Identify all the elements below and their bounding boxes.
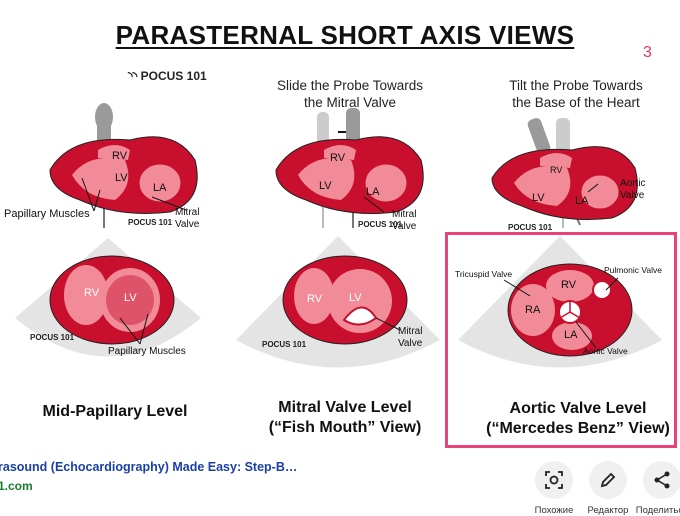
label-mitral-1: Mitral Valve: [175, 207, 200, 230]
lens-icon: [535, 461, 573, 499]
label-pulmonic: Pulmonic Valve: [604, 265, 662, 275]
illustration-canvas: [15, 103, 662, 368]
label-papillary-2: Papillary Muscles: [108, 346, 186, 357]
label-tricuspid: Tricuspid Valve: [455, 269, 513, 279]
label-rv-short-2: RV: [307, 293, 323, 305]
leader-lines: [81, 177, 619, 349]
label-la-short-3: LA: [564, 329, 578, 341]
pocus-logo: ◝◝ POCUS 101: [128, 69, 207, 83]
logo-small-4: POCUS 101: [30, 333, 75, 342]
share-icon: [643, 461, 680, 499]
label-mitral-short-2: Mitral Valve: [398, 326, 423, 349]
label-lv-short-2: LV: [349, 292, 362, 304]
logo-small-5: POCUS 101: [262, 340, 307, 349]
label-mitral-2: Mitral Valve: [392, 209, 417, 232]
logo-small-2: POCUS 101: [358, 220, 403, 229]
short-axis-aortic: [507, 263, 633, 357]
label-lv-1: LV: [115, 172, 128, 184]
heart-long-axis-3: [491, 118, 638, 228]
label-aortic-3: Aortic Valve: [620, 178, 646, 201]
slide-title: PARASTERNAL SHORT AXIS VIEWS: [115, 20, 575, 50]
label-lv-short-1: LV: [124, 292, 137, 304]
label-rv-short-1: RV: [84, 287, 100, 299]
label-papillary-1: Papillary Muscles: [4, 208, 90, 220]
share-button[interactable]: Поделиться: [630, 461, 680, 516]
heart-long-axis-2: [275, 108, 424, 228]
label-la-3: LA: [575, 195, 589, 207]
aortic-view-highlight: [445, 232, 677, 448]
logo-small-3: POCUS 101: [508, 223, 553, 232]
signal-icon: ◝◝: [128, 69, 141, 83]
label-la-1: LA: [153, 182, 167, 194]
short-axis-papillary: [49, 255, 175, 345]
label-la-2: LA: [366, 186, 380, 198]
level-title-3: Aortic Valve Level(“Mercedes Benz” View): [486, 400, 670, 437]
label-rv-3: RV: [550, 165, 563, 175]
label-rv-short-3: RV: [561, 279, 577, 291]
logo-small-1: POCUS 101: [128, 218, 173, 227]
label-rv-1: RV: [112, 150, 128, 162]
level-title-2: Mitral Valve Level(“Fish Mouth” View): [268, 399, 422, 436]
label-lv-3: LV: [532, 192, 545, 204]
level-title-1: Mid-Papillary Level: [42, 403, 188, 420]
page-number: 3: [643, 44, 652, 61]
label-ra: RA: [525, 304, 541, 316]
result-title-link[interactable]: rasound (Echocardiography) Made Easy: St…: [0, 460, 298, 474]
label-rv-2: RV: [330, 152, 346, 164]
pencil-icon: [589, 461, 627, 499]
label-aortic-short: Aortic Valve: [583, 346, 628, 356]
label-lv-2: LV: [319, 180, 332, 192]
result-url-link[interactable]: 1.com: [0, 479, 33, 493]
short-axis-mitral: [282, 255, 408, 345]
